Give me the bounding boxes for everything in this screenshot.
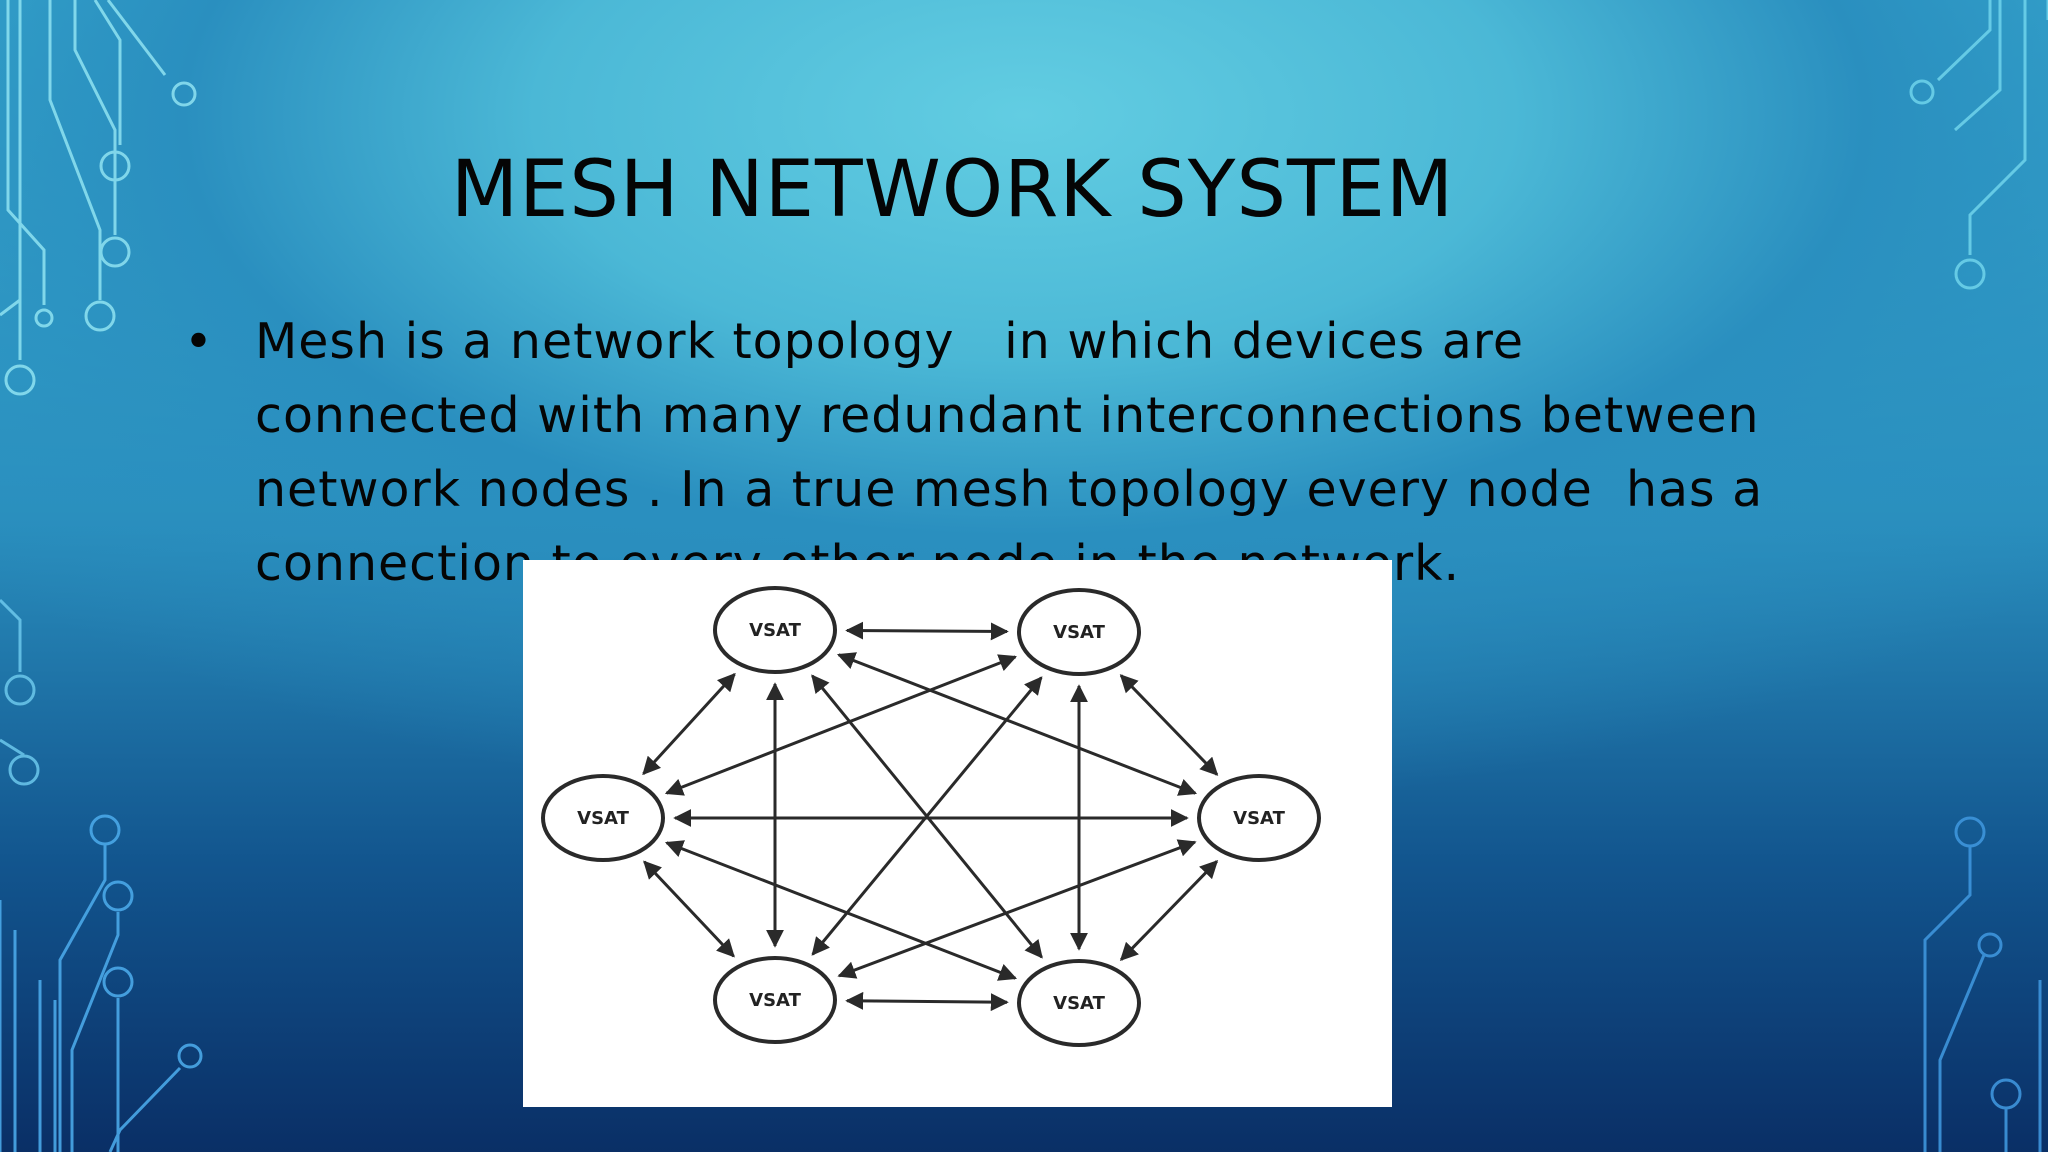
circuit-top-left bbox=[0, 0, 197, 396]
circuit-bottom-right bbox=[1923, 816, 2042, 1152]
mesh-link-left-bottom-left bbox=[643, 860, 735, 958]
mesh-node-label: VSAT bbox=[1053, 622, 1105, 643]
slide-title: MESH NETWORK SYSTEM bbox=[450, 145, 1455, 235]
bullet-marker: • bbox=[184, 313, 214, 370]
bullet-line: network nodes . In a true mesh topology … bbox=[255, 461, 1764, 518]
mesh-node-top-right: VSAT bbox=[1017, 588, 1141, 676]
mesh-node-label: VSAT bbox=[1053, 993, 1105, 1014]
circuit-top-right bbox=[1909, 0, 2048, 290]
mesh-node-label: VSAT bbox=[749, 990, 801, 1011]
mesh-link-top-right-right bbox=[1119, 674, 1219, 776]
mesh-node-bottom-right: VSAT bbox=[1017, 959, 1141, 1047]
mesh-link-right-bottom-right bbox=[1119, 860, 1219, 961]
mesh-node-circle bbox=[713, 586, 837, 674]
mesh-diagram-svg: VSAT VSAT VSAT VSAT VSAT VSAT bbox=[541, 586, 1321, 1047]
mesh-node-right: VSAT bbox=[1197, 774, 1321, 862]
bullet-line: Mesh is a network topology in which devi… bbox=[255, 313, 1525, 370]
bullet-point: • Mesh is a network topology in which de… bbox=[184, 305, 1764, 601]
mesh-node-label: VSAT bbox=[749, 620, 801, 641]
mesh-node-circle bbox=[1017, 588, 1141, 676]
mesh-node-top-left: VSAT bbox=[713, 586, 837, 674]
mesh-node-label: VSAT bbox=[577, 808, 629, 829]
mesh-node-circle bbox=[1197, 774, 1321, 862]
bullet-text: Mesh is a network topology in which devi… bbox=[214, 305, 1764, 601]
bullet-line: connected with many redundant interconne… bbox=[255, 387, 1760, 444]
mesh-node-circle bbox=[713, 956, 837, 1044]
mesh-link-bottom-left-bottom-right bbox=[845, 991, 1009, 1012]
mesh-node-label: VSAT bbox=[1233, 808, 1285, 829]
mesh-diagram: VSAT VSAT VSAT VSAT VSAT VSAT bbox=[523, 560, 1392, 1107]
mesh-link-right-bottom-left bbox=[837, 839, 1197, 979]
mesh-node-left: VSAT bbox=[541, 774, 665, 862]
mesh-link-top-left-left bbox=[642, 672, 736, 776]
circuit-bottom-left bbox=[0, 814, 203, 1152]
circuit-left-middle bbox=[0, 598, 40, 786]
mesh-node-bottom-left: VSAT bbox=[713, 956, 837, 1044]
mesh-node-circle bbox=[1017, 959, 1141, 1047]
mesh-link-top-left-top-right bbox=[845, 621, 1009, 641]
mesh-node-circle bbox=[541, 774, 665, 862]
